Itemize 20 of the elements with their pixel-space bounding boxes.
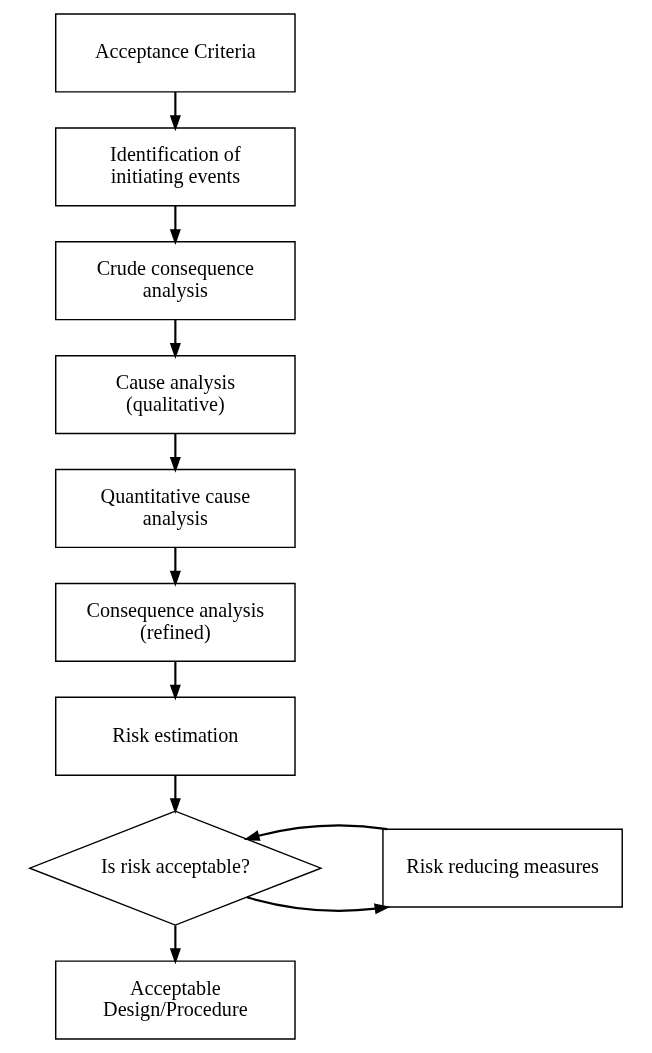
arrow [169, 92, 181, 132]
arrow [169, 547, 181, 587]
arrow [169, 775, 181, 815]
arrow [169, 433, 181, 473]
arrow [169, 205, 181, 245]
node-box: Identification of initiating events [55, 127, 296, 207]
node-box: Risk estimation [55, 696, 296, 776]
node-box: Acceptable Design/Procedure [55, 960, 296, 1040]
node-box: Cause analysis (qualitative) [55, 354, 296, 435]
arrow [169, 661, 181, 701]
node-box: Crude consequence analysis [55, 241, 296, 321]
arrow [169, 319, 181, 359]
node-diamond: Is risk acceptable? [27, 810, 323, 926]
node-box: Acceptance Criteria [55, 13, 296, 93]
node-box: Risk reducing measures [382, 828, 623, 908]
arrow [246, 896, 391, 915]
arrow [243, 824, 388, 841]
arrow [169, 925, 181, 965]
node-box: Quantitative cause analysis [55, 468, 296, 549]
node-box: Consequence analysis (refined) [55, 582, 296, 662]
